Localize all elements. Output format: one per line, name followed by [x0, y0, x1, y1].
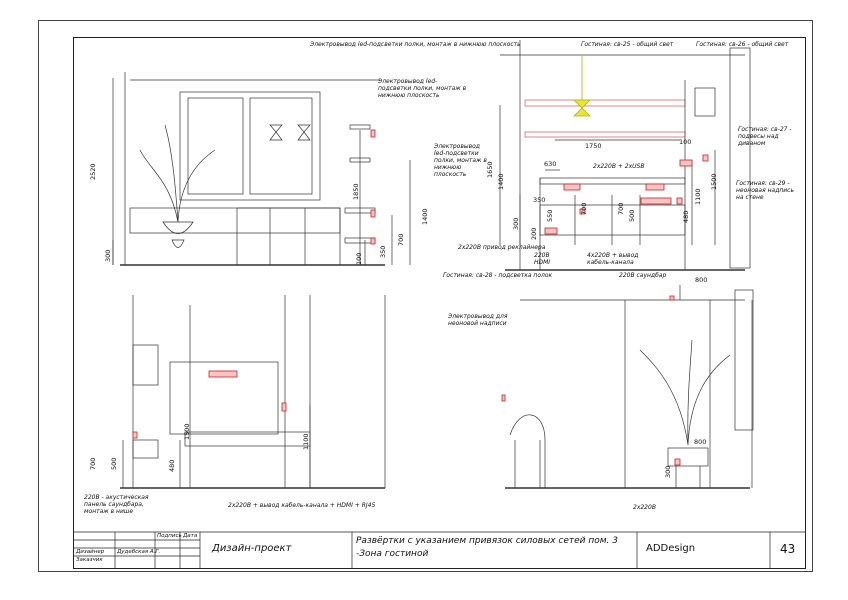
note-channel: 4x220В + вывод кабель-канала	[587, 252, 639, 266]
note-light-25: Гостиная: св-25 - общий свет	[581, 41, 674, 48]
tb-designer-name: Дудебская А.Г.	[117, 549, 161, 555]
dim-700-bl: 700	[89, 457, 97, 470]
note-hdmi: 220В HDMI	[534, 252, 551, 266]
dim-800-top: 800	[695, 276, 708, 284]
tb-designer-role: Дизайнер	[76, 549, 105, 555]
tb-project: Дизайн-проект	[212, 543, 292, 554]
dim-480: 480	[682, 210, 690, 223]
dim-1500-bl: 1500	[183, 423, 191, 440]
dim-100-right: 100	[679, 138, 692, 146]
sheet-inner-frame	[73, 37, 806, 569]
dim-1750: 1750	[585, 142, 602, 150]
dim-100: 100	[355, 252, 363, 265]
note-led-mid: Электровывод led- подсветки полки, монта…	[378, 78, 467, 99]
dim-200: 200	[530, 227, 538, 240]
dim-550: 550	[546, 209, 554, 222]
tb-sign: Подпись	[157, 533, 182, 539]
tb-customer: Заказчик	[76, 557, 103, 563]
note-light-27: Гостиная: св-27 - подвесы над диваном	[738, 126, 792, 147]
dim-700-right-b: 700	[617, 202, 625, 215]
note-socket-2x220: 2x220В	[633, 504, 656, 511]
dim-1400: 1400	[421, 208, 429, 225]
dim-500-bl: 500	[110, 457, 118, 470]
dim-500: 500	[628, 209, 636, 222]
dim-1650: 1650	[486, 161, 494, 178]
dim-350-right: 350	[533, 196, 546, 204]
tb-page-number: 43	[780, 542, 796, 556]
note-acoustic-panel: 220В - акустическая панель саундбара, мо…	[84, 494, 149, 515]
note-soundbar: 220В саундбар	[619, 272, 667, 279]
note-led-low: Электровывод led-подсветки полки, монтаж…	[434, 143, 487, 178]
note-usb: 2x220В + 2xUSB	[593, 163, 645, 170]
dim-630: 630	[544, 160, 557, 168]
dim-700-right-a: 700	[580, 202, 588, 215]
note-light-29: Гостиная: св-29 - неоновая надпись на ст…	[736, 180, 795, 201]
dim-1850: 1850	[352, 183, 360, 200]
note-tv-outlet: 2x220В + вывод кабель-канала + HDMI + RJ…	[228, 502, 376, 509]
dim-1100: 1100	[694, 188, 702, 205]
dim-700: 700	[397, 233, 405, 246]
dim-300: 300	[104, 249, 112, 262]
dim-800-bottom: 800	[694, 438, 707, 446]
tb-sheet-title: Развёртки с указанием привязок силовых с…	[356, 536, 618, 559]
dim-2520: 2520	[89, 163, 97, 180]
note-light-28: Гостиная: св-28 - подсветка полок	[443, 272, 553, 279]
dim-300-br: 300	[664, 465, 672, 478]
dim-480-bl: 480	[168, 459, 176, 472]
tb-company: ADDesign	[646, 543, 696, 554]
dim-1500: 1500	[710, 173, 718, 190]
dim-1400-right: 1400	[497, 173, 505, 190]
sheet-outer-frame	[38, 20, 813, 572]
dim-350: 350	[379, 245, 387, 258]
note-light-26: Гостиная: св-26 - общий свет	[696, 41, 789, 48]
tb-date: Дата	[183, 533, 198, 539]
dim-300-right: 300	[512, 217, 520, 230]
note-recliner: 2x220В привод реклайнера	[458, 244, 546, 251]
dim-1100-bl: 1100	[302, 433, 310, 450]
note-led-top: Электровывод led-подсветки полки, монтаж…	[310, 41, 521, 48]
note-neon-outlet: Электровывод для неоновой надписи	[448, 313, 508, 327]
